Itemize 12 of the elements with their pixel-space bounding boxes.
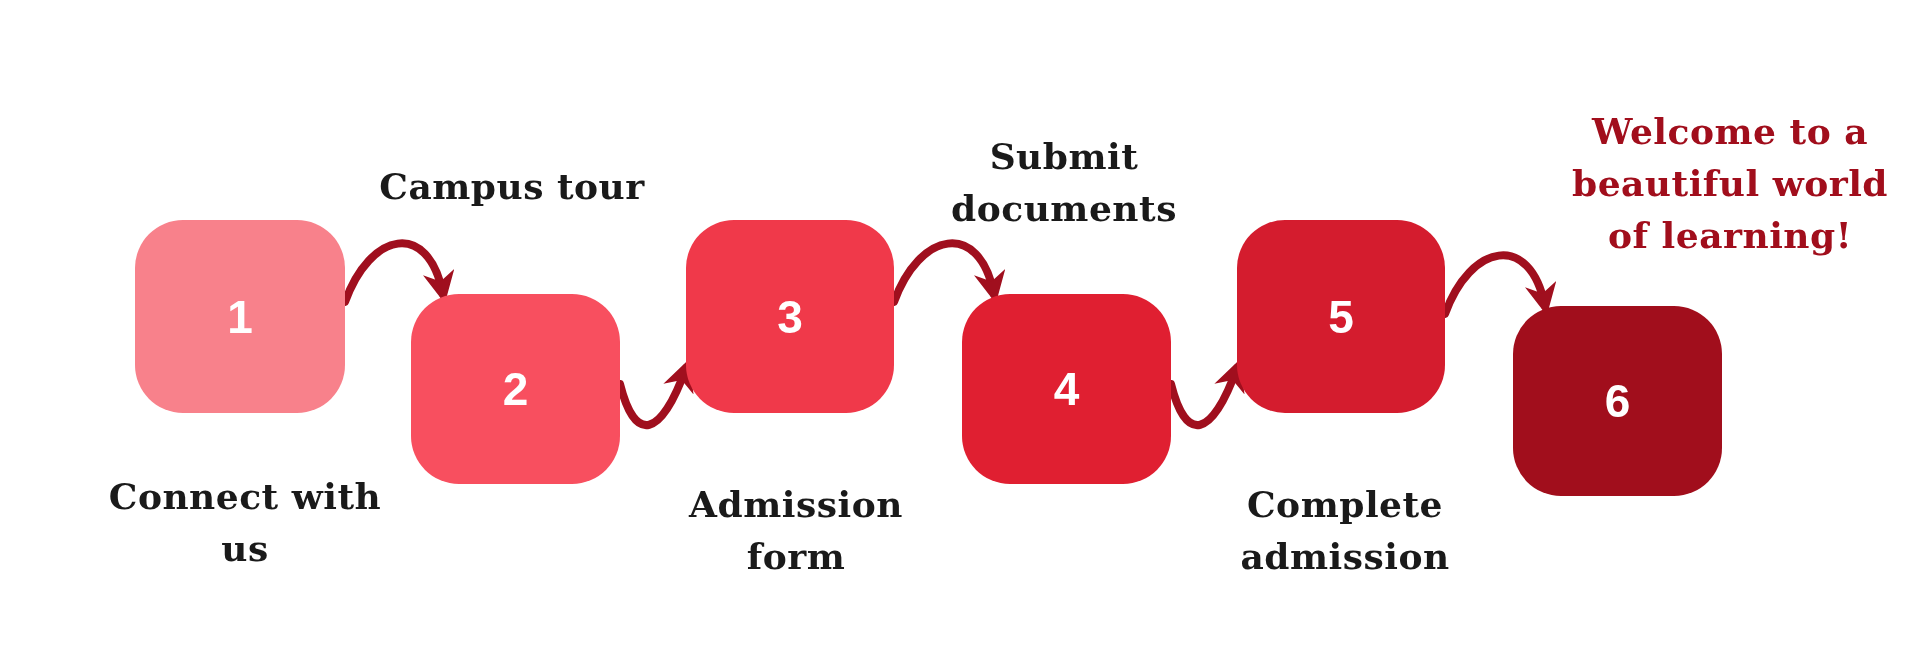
step-heading: Admission form bbox=[687, 482, 904, 580]
step-heading: Connect with us bbox=[107, 474, 383, 572]
step-box: 4 bbox=[962, 294, 1171, 484]
step-box: 1 bbox=[135, 220, 345, 413]
step-box: 2 bbox=[411, 294, 620, 484]
step-heading: Complete admission bbox=[1239, 482, 1451, 580]
step-box: 3 bbox=[686, 220, 894, 413]
step-box: 6 bbox=[1513, 306, 1722, 496]
step-heading: Campus tour bbox=[378, 164, 646, 209]
step-heading: Welcome to a beautiful world of learning! bbox=[1570, 109, 1890, 259]
step-heading: Submit documents bbox=[950, 134, 1178, 232]
step-box: 5 bbox=[1237, 220, 1445, 413]
